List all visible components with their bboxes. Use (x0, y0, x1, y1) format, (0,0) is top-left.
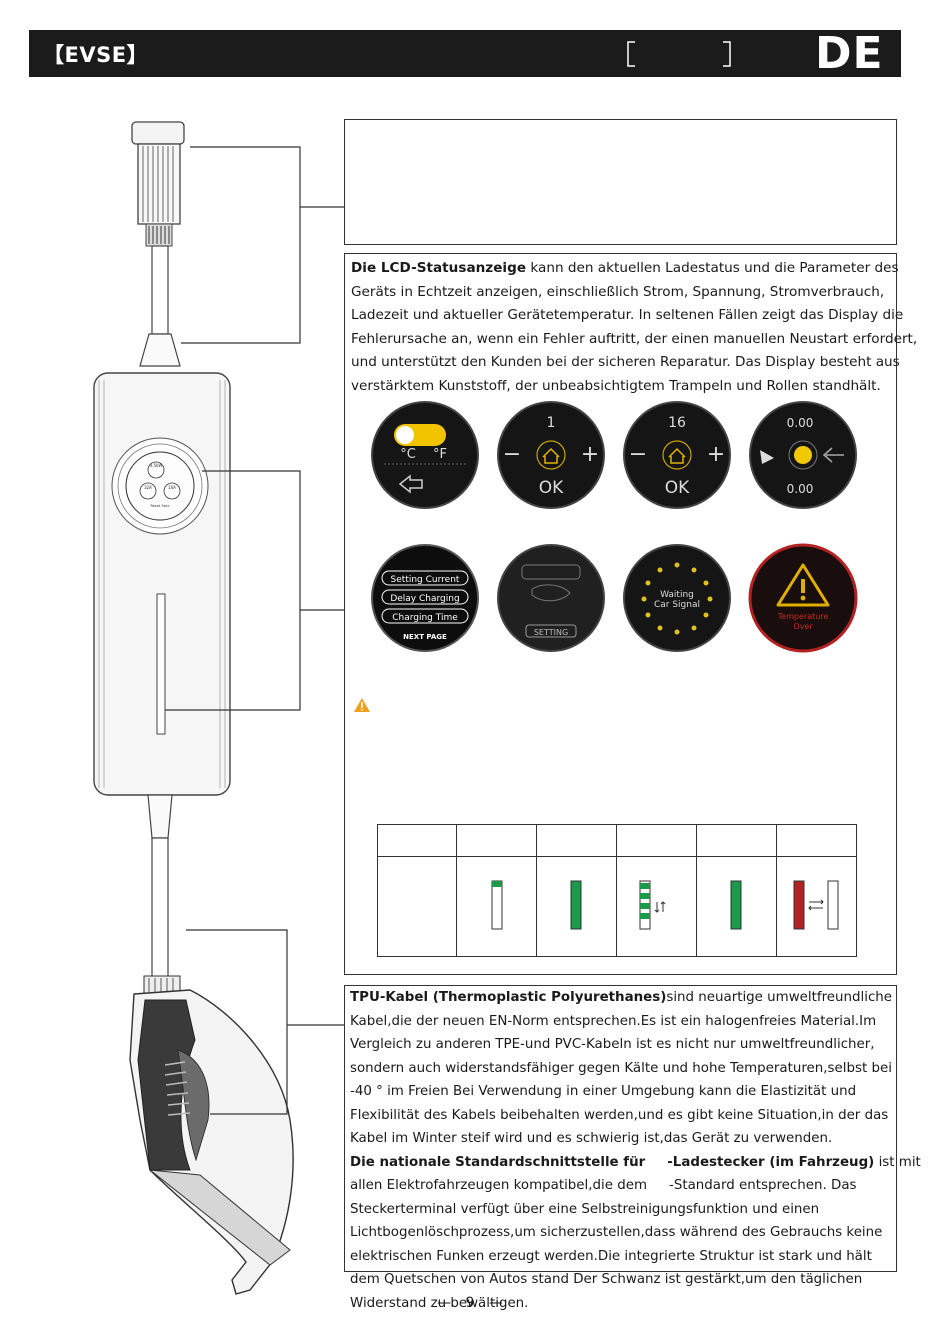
lcd-line: und unterstützt den Kunden bei der siche… (351, 354, 900, 370)
lcd-line: Geräts in Echtzeit anzeigen, einschließl… (351, 283, 885, 300)
tpu-line: Kabel,die der neuen EN-Norm entsprechen.… (350, 1013, 877, 1029)
plug-description-box (344, 119, 897, 245)
box-label-kw: 3.5kW (150, 463, 163, 468)
arrow-left-icon (760, 450, 774, 464)
screen-settings-menu: Setting Current Delay Charging Charging … (371, 544, 479, 652)
led-status-table (376, 824, 858, 957)
lcd-line: kann den aktuellen Ladestatus und die Pa… (526, 260, 899, 276)
header-title: 【EVSE】 (43, 43, 149, 67)
lcd-description-text: Die LCD-Statusanzeige kann den aktuellen… (351, 257, 918, 398)
interface-heading-a: Die nationale Standardschnittstelle für (350, 1154, 646, 1170)
charging-gun-illustration (129, 975, 294, 1295)
ok-label: OK (665, 478, 690, 498)
minus-icon: − (629, 442, 647, 467)
tpu-heading: TPU-Kabel (Thermoplastic Polyurethanes) (350, 990, 667, 1005)
led-charging-indicator (639, 880, 666, 929)
tpu-line: Lichtbogenlöschprozess,um sicherzustelle… (350, 1225, 883, 1240)
menu-setting-current: Setting Current (391, 575, 460, 585)
minus-icon: − (503, 442, 521, 467)
reading-top: 0.00 (787, 416, 814, 430)
plus-icon: + (581, 442, 599, 467)
led-connected-indicator (570, 880, 582, 929)
lcd-line: Ladezeit und aktueller Gerätetemperatur.… (351, 307, 904, 323)
warning-icon (354, 698, 370, 712)
tpu-line: elektrischen Funken erzeugt werden.Die i… (350, 1248, 872, 1264)
setting-label: SETTING (534, 628, 568, 637)
header-bar: 【EVSE】 DE (29, 30, 901, 77)
screen-temperature-unit: °C °F (371, 401, 479, 509)
tpu-line: Flexibilität des Kabels beibehalten werd… (350, 1107, 889, 1123)
tpu-line: Widerstand zu bewältigen. (350, 1295, 529, 1311)
tpu-line: dem Quetschen von Autos stand Der Schwan… (350, 1272, 863, 1287)
charger-illustration: 3.5kW 32A 16A Reset 3sec (93, 121, 344, 1295)
value-16: 16 (668, 415, 686, 431)
up-down-arrows-icon (655, 900, 666, 913)
alternating-arrows-icon (808, 899, 825, 910)
control-box-illustration: 3.5kW 32A 16A Reset 3sec (93, 372, 231, 796)
home-icon (542, 447, 560, 464)
box-label-32a: 32A (144, 485, 152, 490)
back-icon (398, 474, 423, 494)
back-icon (822, 447, 844, 463)
tpu-description-text: TPU-Kabel (Thermoplastic Polyurethanes)s… (350, 986, 921, 1315)
unit-c-label: °C (400, 447, 416, 462)
led-standby-indicator (491, 880, 503, 929)
screen-waiting-car-signal: Waiting Car Signal (623, 544, 731, 652)
language-code: DE (815, 28, 884, 79)
led-full-indicator (730, 880, 742, 929)
next-page-label: NEXT PAGE (403, 633, 447, 641)
empty-bracket-box (627, 41, 731, 67)
interface-heading-b: -Ladestecker (im Fahrzeug) (667, 1154, 875, 1170)
screen-temperature-over: Temperature Over (748, 543, 858, 653)
screen-setting: SETTING (497, 544, 605, 652)
footer-dash-left: — (437, 1295, 452, 1311)
tpu-line: ist mit (874, 1154, 921, 1170)
warning-triangle-icon (776, 563, 830, 607)
waiting-label: Waiting (660, 590, 694, 600)
plus-icon: + (707, 442, 725, 467)
lcd-heading: Die LCD-Statusanzeige (351, 260, 527, 276)
page-footer: — 9 — (0, 1295, 940, 1311)
tpu-description-box (344, 985, 897, 1272)
unit-f-label: °F (433, 447, 447, 462)
lcd-line: Fehlerursache an, wenn ein Fehler auftri… (351, 330, 918, 347)
temperature-label: Temperature (777, 612, 829, 621)
reading-bottom: 0.00 (787, 482, 814, 496)
screen-set-value-1: 1 − + OK (497, 401, 605, 509)
tpu-line: -40 ° im Freien Bei Verwendung in einer … (350, 1084, 857, 1099)
tpu-line: allen Elektrofahrzeugen kompatibel,die d… (350, 1178, 648, 1193)
input-plug-illustration (131, 121, 185, 367)
over-label: Over (793, 622, 813, 631)
page-number: 9 (465, 1295, 475, 1311)
value-1: 1 (547, 415, 556, 431)
lcd-line: verstärktem Kunststoff, der unbeabsichti… (351, 377, 881, 394)
box-label-reset: Reset 3sec (150, 504, 169, 508)
tpu-line: Vergleich zu anderen TPE-und PVC-Kabeln … (350, 1037, 875, 1052)
screen-energy-reading: 0.00 0.00 (749, 401, 857, 509)
home-icon (668, 447, 686, 464)
ok-label: OK (539, 478, 564, 498)
box-label-16a: 16A (168, 485, 176, 490)
tpu-line: -Standard entsprechen. Das (669, 1178, 857, 1193)
tpu-line: sind neuartige umweltfreundliche (666, 990, 893, 1005)
car-signal-label: Car Signal (654, 600, 700, 610)
tpu-line: Steckerterminal verfügt über eine Selbst… (350, 1201, 820, 1217)
screen-set-value-16: 16 − + OK (623, 401, 731, 509)
led-fault-indicator (793, 880, 839, 929)
menu-delay-charging: Delay Charging (390, 594, 459, 604)
menu-charging-time: Charging Time (392, 613, 458, 623)
footer-dash-right: — (488, 1295, 503, 1311)
tpu-line: Kabel im Winter steif wird und es schwie… (350, 1131, 833, 1146)
tpu-line: sondern auch widerstandsfähiger gegen Kä… (350, 1060, 892, 1076)
leader-lines (165, 146, 344, 1115)
